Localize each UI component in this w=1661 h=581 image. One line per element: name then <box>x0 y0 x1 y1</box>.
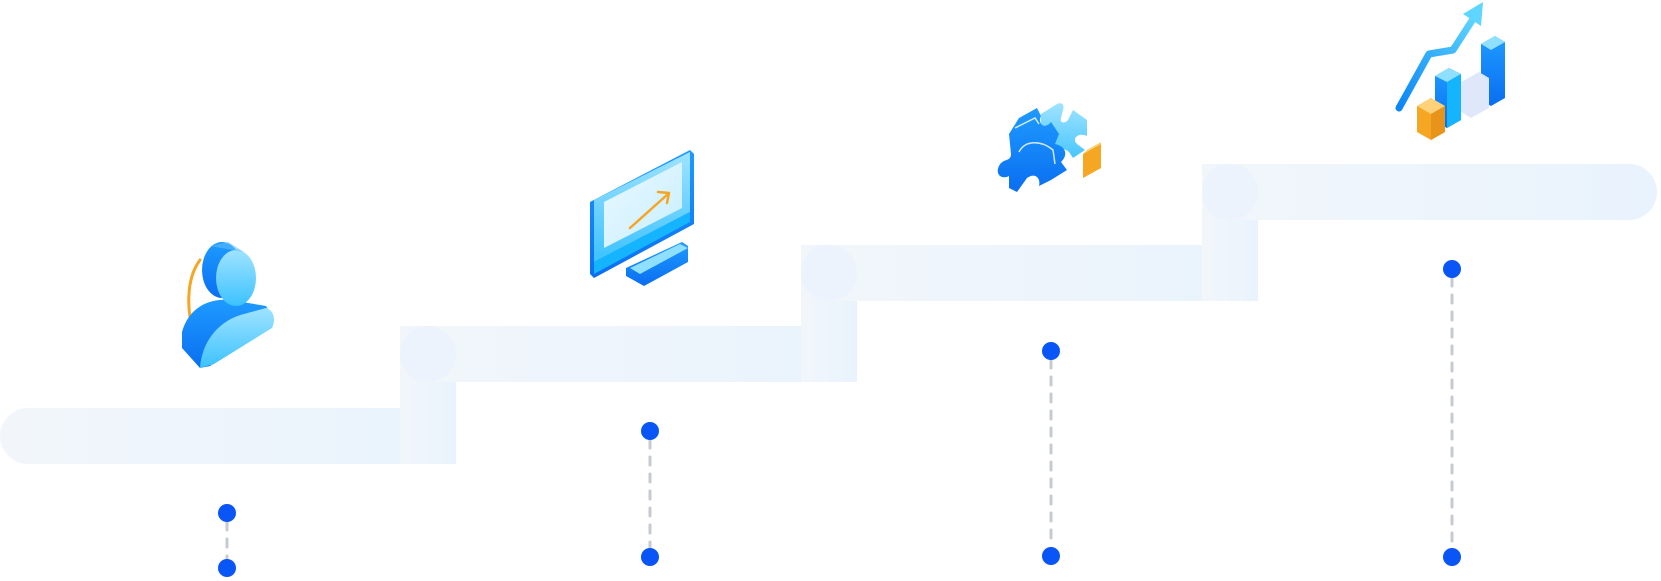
stair-corner-cap-3 <box>1202 164 1258 220</box>
marker-dot-1-top <box>218 504 236 522</box>
bar-chart-growth-icon <box>1395 2 1505 140</box>
stair-tread-2 <box>400 326 857 382</box>
stair-tread-3 <box>801 245 1258 301</box>
stair-tread-1 <box>0 408 456 464</box>
puzzle-pieces-icon <box>997 103 1101 192</box>
marker-dot-3-bottom <box>1042 547 1060 565</box>
marker-dot-2-top <box>641 422 659 440</box>
marker-dot-1-bottom <box>218 559 236 577</box>
marker-dot-4-top <box>1443 260 1461 278</box>
staircase-band <box>0 164 1657 464</box>
monitor-growth-icon <box>590 150 694 286</box>
stair-corner-cap-1 <box>400 326 456 382</box>
user-profile-icon <box>182 242 274 368</box>
marker-dot-3-top <box>1042 342 1060 360</box>
marker-dot-2-bottom <box>641 548 659 566</box>
timeline-markers <box>218 260 1461 577</box>
marker-dot-4-bottom <box>1443 548 1461 566</box>
stair-corner-cap-2 <box>801 245 857 301</box>
stair-tread-4 <box>1202 164 1657 220</box>
